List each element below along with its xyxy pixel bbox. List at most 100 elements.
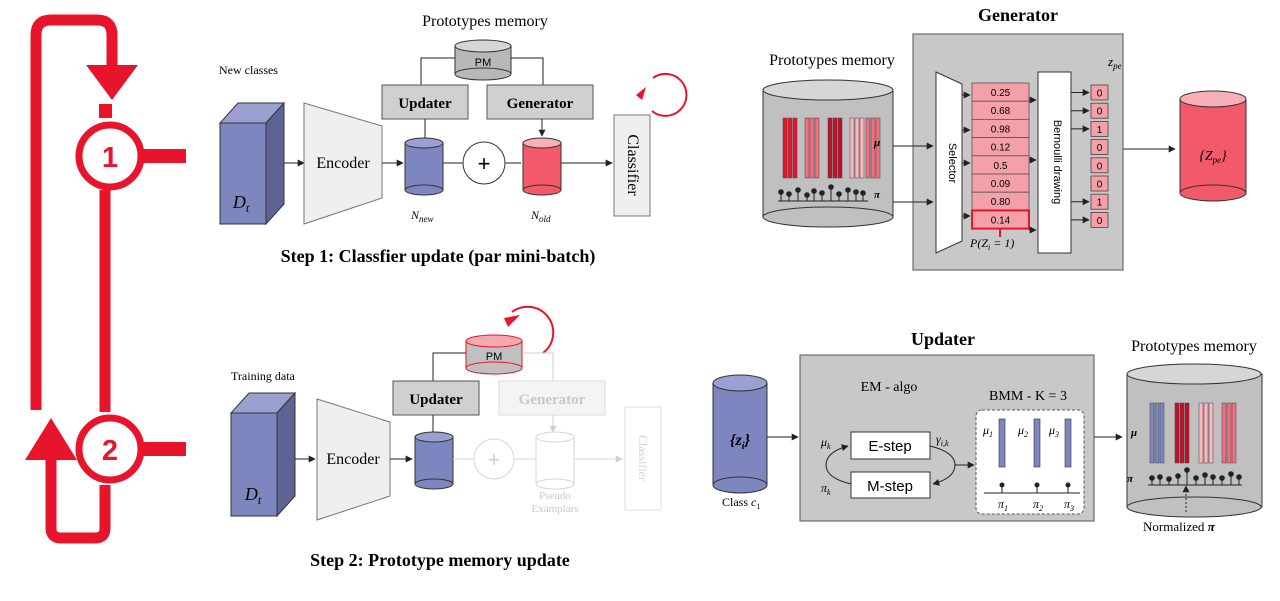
sample-cell <box>1090 84 1109 101</box>
pseudo-label-line1: Pseudo <box>539 490 571 502</box>
class-c1-label: Class c1 <box>722 495 760 511</box>
gen-pi-dot <box>811 188 817 194</box>
n-old-cylinder <box>522 137 562 196</box>
step2-classifier-label: Classifier <box>636 435 650 481</box>
bmm-mu-bar <box>1033 418 1041 468</box>
mu-k-label: μk <box>820 435 831 451</box>
prob-value: 0.68 <box>991 106 1011 117</box>
bernoulli-label: Bernoulli drawing <box>1051 120 1063 204</box>
selector-block <box>935 71 963 254</box>
step1-classifier-label: Classifier <box>624 134 641 196</box>
sample-cell <box>1090 157 1109 174</box>
updater-prototype-bar <box>1159 402 1165 464</box>
updater-panel-title: Updater <box>911 329 975 349</box>
generator-prototype-bar <box>814 117 820 179</box>
updater-pi-lollipops <box>1148 467 1242 486</box>
gen-pi-dot <box>860 190 866 196</box>
prob-value: 0.09 <box>991 179 1011 190</box>
sample-arrows <box>1071 89 1090 224</box>
step2-generator-box <box>498 380 606 416</box>
sample-cell <box>1090 193 1109 210</box>
bmm-mu-bar <box>998 418 1006 468</box>
n-new-cylinder <box>404 137 444 196</box>
bmm-pi-dot <box>999 482 1005 488</box>
probability-cells: 0.250.680.980.120.50.090.800.14 <box>971 82 1030 237</box>
prob-value: 0.98 <box>991 124 1011 135</box>
generator-prototype-bar <box>792 117 798 179</box>
gen-pi-dot <box>819 190 825 196</box>
upd-pi-dot <box>1210 474 1216 480</box>
generator-panel-title: Generator <box>978 5 1058 25</box>
gen-pi-dot <box>853 189 859 195</box>
step2-diagram: PM Training data Updater Generator Dt En… <box>229 305 662 570</box>
sample-value: 1 <box>1097 125 1103 136</box>
upd-pi-dot <box>1166 476 1172 482</box>
updater-prototype-bar <box>1203 402 1209 464</box>
gen-pi-dot <box>786 191 792 197</box>
generator-prototype-bar <box>804 117 810 179</box>
gen-mu-label: μ <box>873 137 880 149</box>
n-new-label: Nnew <box>410 208 434 224</box>
gen-pi-dot <box>828 184 834 190</box>
upd-pi-dot <box>1184 467 1190 473</box>
step2-pm-to-generator-line <box>522 352 554 381</box>
updater-prototype-bar <box>1179 402 1185 464</box>
step2-data-cube: Dt <box>229 391 297 518</box>
bmm-label: BMM - K = 3 <box>989 389 1067 404</box>
step2-caption: Step 2: Prototype memory update <box>310 550 570 570</box>
step1-badge-label: 1 <box>102 142 118 174</box>
step2-pm-cylinder: PM <box>465 334 523 375</box>
step2-encoder-label: Encoder <box>326 451 380 468</box>
bmm-pi-label: π3 <box>1064 497 1074 513</box>
updater-panel: Updater {zi} Class c1 EM - algo E-step M… <box>712 329 1263 534</box>
prob-value: 0.80 <box>991 197 1011 208</box>
upd-pi-label: π <box>1127 473 1134 485</box>
e-step-label: E-step <box>868 438 911 455</box>
gen-pi-dot <box>778 189 784 195</box>
upd-pi-dot <box>1228 471 1234 477</box>
gen-pi-label: π <box>874 189 881 201</box>
generator-prototype-bar <box>875 117 881 179</box>
sample-value: 0 <box>1097 161 1103 172</box>
upd-pi-dot <box>1219 475 1225 481</box>
step1-badge <box>75 121 145 191</box>
upd-pi-dot <box>1175 473 1181 479</box>
generator-prototype-bar <box>787 117 793 179</box>
generator-prototype-bars <box>782 117 881 179</box>
selector-label: Selector <box>946 143 958 184</box>
step1-generator-box <box>486 84 594 120</box>
upd-pi-dot <box>1149 475 1155 481</box>
bmm-pi-dot <box>1065 482 1071 488</box>
class-z-cylinder: {zi} <box>712 374 768 494</box>
zpe-output-label: {Zpe} <box>1199 149 1227 165</box>
zpe-output-cylinder: {Zpe} <box>1179 90 1247 202</box>
upd-pi-dot <box>1193 475 1199 481</box>
bmm-mu-label: μ1 <box>982 423 993 439</box>
step2-encoder <box>316 398 391 521</box>
gen-pi-dot <box>845 187 851 193</box>
training-data-label: Training data <box>231 369 296 383</box>
new-classes-label: New classes <box>219 63 278 77</box>
step1-diagram: Prototypes memory PM New classes Updater… <box>218 13 688 267</box>
step1-encoder <box>303 102 383 225</box>
sample-cell <box>1090 211 1109 228</box>
step2-new-cylinder <box>414 431 454 490</box>
pseudo-label-line2: Examplars <box>531 503 578 515</box>
upd-pi-dot <box>1202 472 1208 478</box>
classifier-loop-arrowhead <box>636 87 646 100</box>
updater-prototype-bar <box>1208 402 1214 464</box>
updater-prototype-bar <box>1231 402 1237 464</box>
generator-prototype-bar <box>870 117 876 179</box>
classifier-update-loop <box>651 72 688 117</box>
step1-classifier <box>613 114 651 217</box>
updater-prototype-bar <box>1154 402 1160 464</box>
updater-pm-cylinder <box>1126 363 1263 518</box>
generator-prototype-bar <box>859 117 865 179</box>
step2-plus-label: + <box>488 447 501 472</box>
generator-panel: Generator zpe Prototypes memory μ π Sele… <box>762 5 1247 271</box>
generator-prototype-bar <box>827 117 833 179</box>
pi-k-label: πk <box>821 481 831 497</box>
updater-prototype-bar <box>1221 402 1227 464</box>
